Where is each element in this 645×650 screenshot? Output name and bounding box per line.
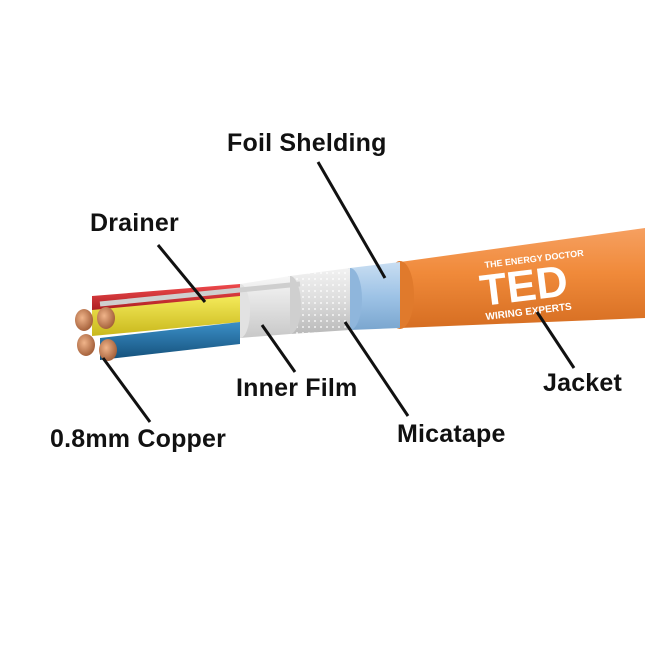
label-drainer: Drainer xyxy=(90,209,179,237)
leader-jacket xyxy=(535,311,576,369)
brand-logo: TED xyxy=(477,257,570,316)
leader-inner-film xyxy=(260,324,297,373)
leader-lines xyxy=(101,161,576,423)
label-inner-film: Inner Film xyxy=(236,374,358,402)
label-copper: 0.8mm Copper xyxy=(50,425,227,453)
leader-copper xyxy=(101,357,152,423)
copper-end-3 xyxy=(77,334,95,356)
leader-drainer xyxy=(156,244,207,303)
label-jacket: Jacket xyxy=(543,369,623,397)
label-foil-shielding: Foil Shelding xyxy=(227,129,387,157)
blue-core xyxy=(100,322,240,360)
yellow-core xyxy=(92,296,240,336)
label-micatape: Micatape xyxy=(397,420,506,448)
leader-micatape xyxy=(343,321,410,417)
copper-end-4 xyxy=(99,339,117,361)
copper-end-2 xyxy=(97,307,115,329)
leader-foil xyxy=(316,161,387,279)
copper-end-1 xyxy=(75,309,93,331)
brand-mark: THE ENERGY DOCTOR TED WIRING EXPERTS xyxy=(477,248,584,323)
